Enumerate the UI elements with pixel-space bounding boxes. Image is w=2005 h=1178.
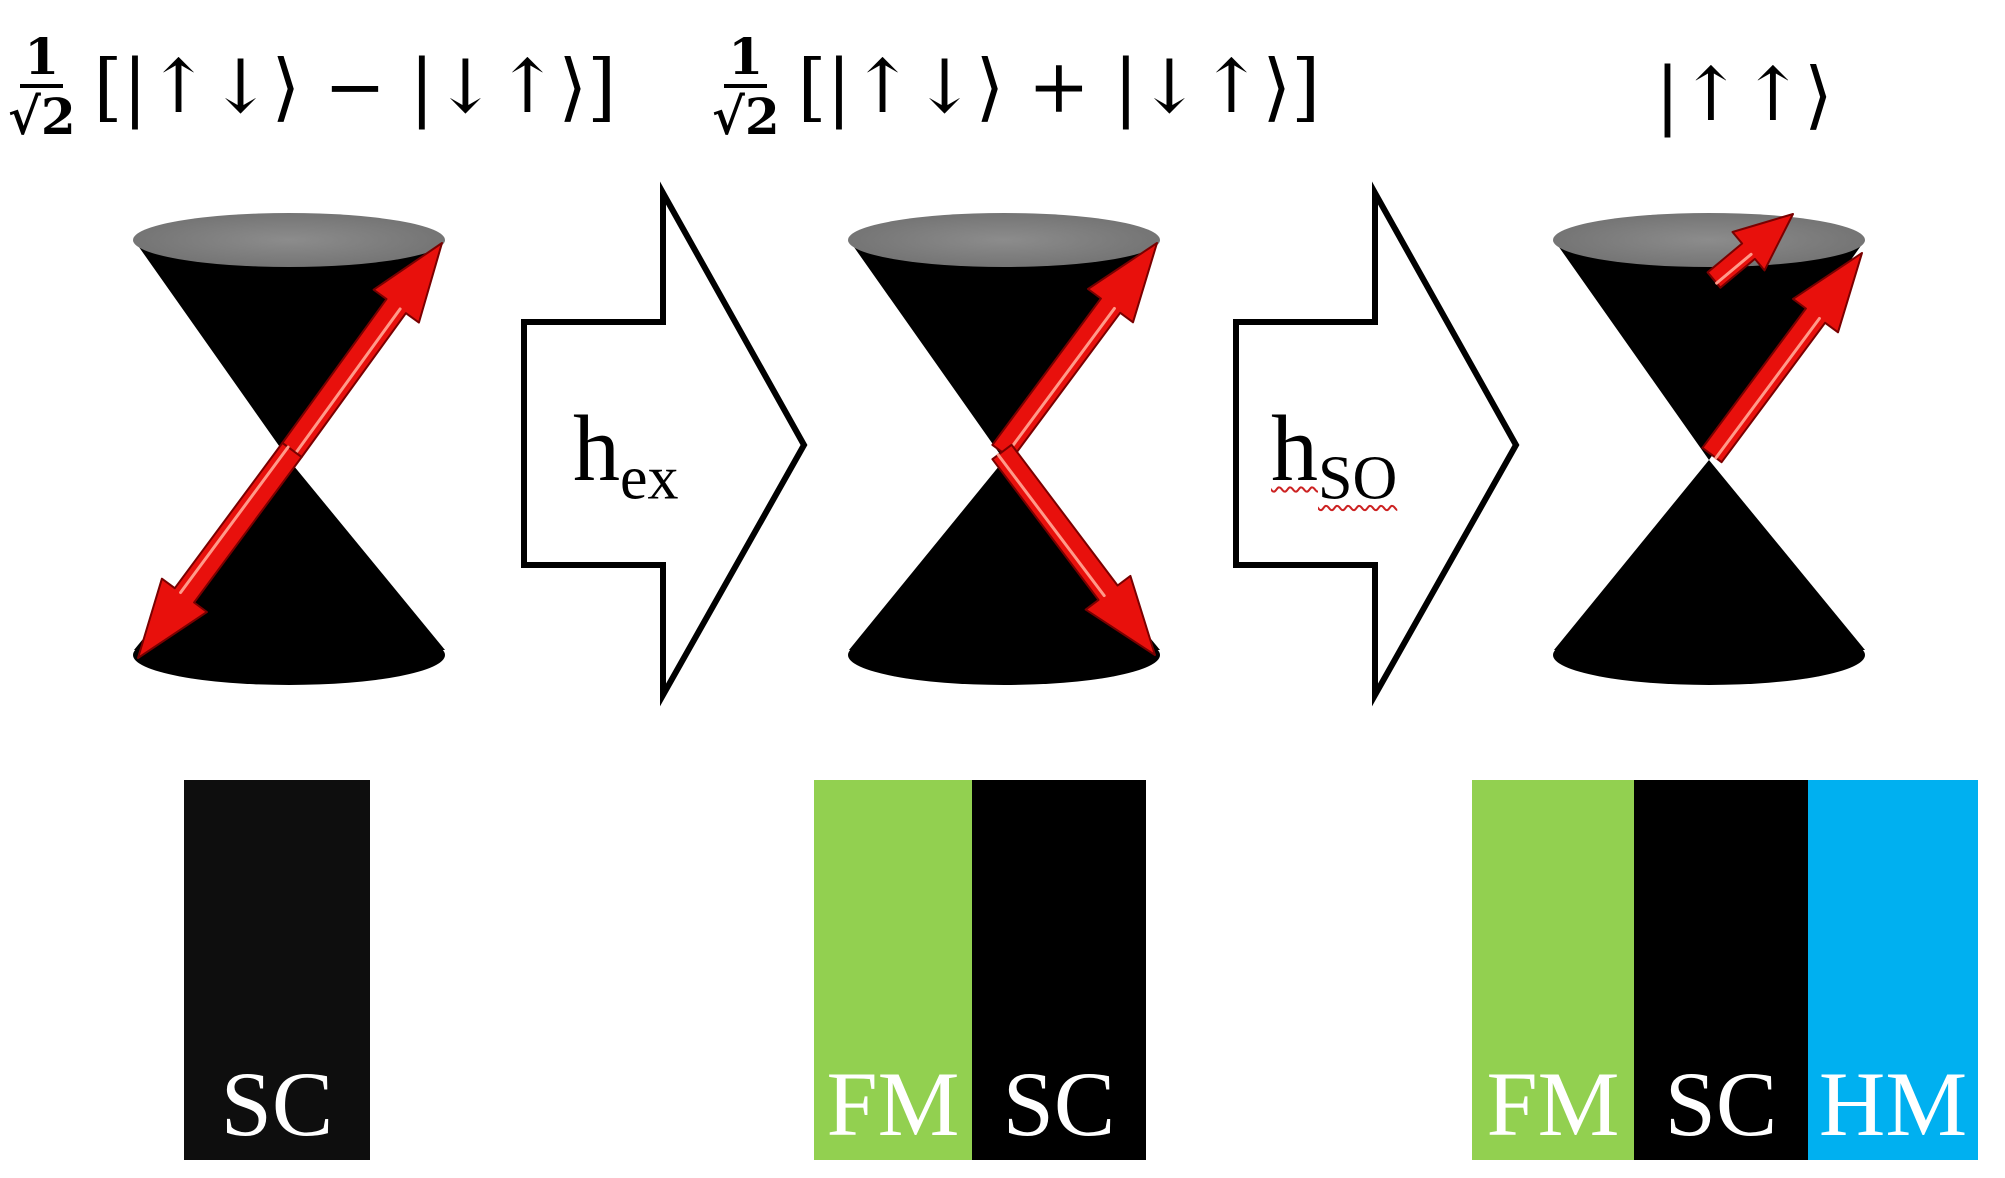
spin-down-arrow-cone1-highlight bbox=[179, 445, 290, 594]
triplet-state-equation: 1 √2 [|↑↓⟩ + |↓↑⟩] bbox=[712, 32, 1320, 142]
spin-orbit-field-subscript: SO bbox=[1318, 444, 1398, 513]
sc-block-stage2: SC bbox=[972, 780, 1146, 1160]
spin-up-arrow-cone3-main bbox=[1701, 252, 1863, 464]
spin-up-arrow-cone3-top-highlight bbox=[1715, 252, 1753, 285]
spin-up-arrow-cone1 bbox=[281, 242, 443, 458]
exchange-field-label: hex bbox=[573, 395, 679, 515]
singlet-state-equation: 1 √2 [|↑↓⟩ − |↓↑⟩] bbox=[8, 32, 616, 142]
spin-down-arrow-cone1 bbox=[137, 441, 303, 659]
hm-label-stage3: HM bbox=[1818, 1053, 1968, 1155]
exchange-process-arrow bbox=[521, 181, 808, 707]
sc-block-stage3: SC bbox=[1634, 780, 1808, 1160]
triplet-fraction: 1 √2 bbox=[712, 32, 780, 142]
singlet-fraction: 1 √2 bbox=[8, 32, 76, 142]
singlet-numerator: 1 bbox=[20, 32, 64, 88]
spin-orbit-field-label: hSO bbox=[1271, 395, 1397, 515]
hm-block-stage3: HM bbox=[1808, 780, 1978, 1160]
dirac-cone-3 bbox=[1553, 213, 1865, 685]
sc-label-stage3: SC bbox=[1664, 1053, 1778, 1155]
spin-down-arrow-cone2-highlight bbox=[996, 453, 1106, 598]
spin-up-arrow-cone2-highlight bbox=[1004, 307, 1116, 457]
spin-up-arrow-cone3-top bbox=[1706, 213, 1794, 289]
spin-down-arrow-cone2 bbox=[991, 443, 1156, 656]
exchange-field-subscript: ex bbox=[620, 444, 679, 513]
exchange-field-symbol: h bbox=[573, 397, 620, 501]
spin-up-arrow-cone3-main-highlight bbox=[1714, 317, 1821, 460]
sc-label-stage2: SC bbox=[1002, 1053, 1116, 1155]
triplet-denominator: √2 bbox=[712, 87, 780, 146]
fm-label-stage2: FM bbox=[826, 1053, 960, 1155]
fm-label-stage3: FM bbox=[1486, 1053, 1620, 1155]
singlet-ket: [|↑↓⟩ − |↓↑⟩] bbox=[93, 44, 617, 130]
fm-block-stage3: FM bbox=[1472, 780, 1634, 1160]
fm-block-stage2: FM bbox=[814, 780, 972, 1160]
spin-orbit-field-symbol: h bbox=[1271, 397, 1318, 501]
triplet-ket: [|↑↓⟩ + |↓↑⟩] bbox=[797, 44, 1321, 130]
polarized-state-ket: |↑↑⟩ bbox=[1655, 52, 1833, 138]
sc-block-stage1: SC bbox=[184, 780, 370, 1160]
dirac-cone-1 bbox=[133, 213, 445, 685]
spin-orbit-process-arrow bbox=[1233, 181, 1520, 707]
spin-up-arrow-cone1-highlight bbox=[294, 307, 402, 455]
dirac-cone-2 bbox=[848, 213, 1160, 685]
sc-label-stage1: SC bbox=[220, 1053, 334, 1155]
spin-arrows-group bbox=[137, 213, 1863, 659]
singlet-denominator: √2 bbox=[8, 87, 76, 146]
triplet-numerator: 1 bbox=[724, 32, 768, 88]
spin-up-arrow-cone2 bbox=[991, 242, 1158, 461]
